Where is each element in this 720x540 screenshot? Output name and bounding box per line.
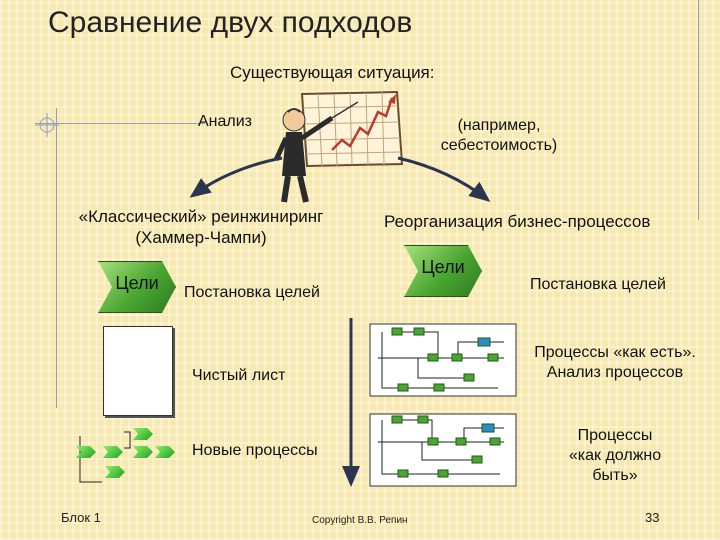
- left-heading: «Классический» реинжиниринг (Хаммер-Чамп…: [48, 206, 354, 249]
- as-is-text: Процессы «как есть». Анализ процессов: [520, 343, 710, 383]
- to-be-line-2: «как должно: [568, 447, 662, 464]
- crosshair-icon: [35, 113, 59, 137]
- to-be-line-1: Процессы: [577, 427, 653, 444]
- process-diagram-as-is: [369, 323, 517, 397]
- chevron-icon: [76, 446, 96, 458]
- left-heading-line-1: «Классический» реинжиниринг: [78, 207, 324, 226]
- goals-right-label: Цели: [421, 257, 465, 277]
- new-processes-label: Новые процессы: [192, 442, 318, 459]
- page-title: Сравнение двух подходов: [48, 6, 413, 39]
- blank-sheet-shape: [103, 326, 173, 416]
- subtitle: Существующая ситуация:: [230, 63, 435, 82]
- goals-left-label: Цели: [115, 273, 159, 293]
- new-processes-connector: [79, 431, 131, 483]
- goal-setting-left: Постановка целей: [184, 284, 320, 301]
- chevron-icon: [155, 446, 175, 458]
- chevron-icon: [133, 446, 153, 458]
- chevron-icon: [103, 446, 123, 458]
- chevron-icon: [133, 428, 153, 440]
- top-guide-line: [35, 123, 205, 124]
- copyright-text: Copyright В.В. Репин: [312, 515, 408, 526]
- to-be-text: Процессы «как должно быть»: [540, 426, 690, 486]
- footer-block-label: Блок 1: [61, 510, 101, 525]
- as-is-line-2: Анализ процессов: [546, 364, 684, 381]
- left-guide-line: [56, 108, 57, 408]
- goal-setting-right: Постановка целей: [530, 276, 666, 293]
- example-line-1: (например,: [457, 117, 541, 134]
- analysis-label: Анализ: [198, 113, 253, 130]
- example-line-2: себестоимость): [440, 137, 558, 154]
- chevron-icon: [105, 466, 125, 478]
- right-heading: Реорганизация бизнес-процессов: [384, 212, 651, 231]
- arrow-left: [189, 156, 283, 198]
- left-heading-line-2: (Хаммер-Чампи): [135, 228, 267, 248]
- right-guide-line: [698, 0, 699, 220]
- as-is-line-1: Процессы «как есть».: [534, 344, 696, 361]
- presenter-chart-illustration: [273, 90, 404, 203]
- arrow-right: [397, 156, 491, 202]
- process-diagram-to-be: [369, 413, 517, 487]
- blank-sheet-label: Чистый лист: [192, 367, 286, 384]
- to-be-line-3: быть»: [592, 467, 638, 484]
- page-number: 33: [645, 510, 660, 525]
- example-text: (например, себестоимость): [424, 116, 574, 156]
